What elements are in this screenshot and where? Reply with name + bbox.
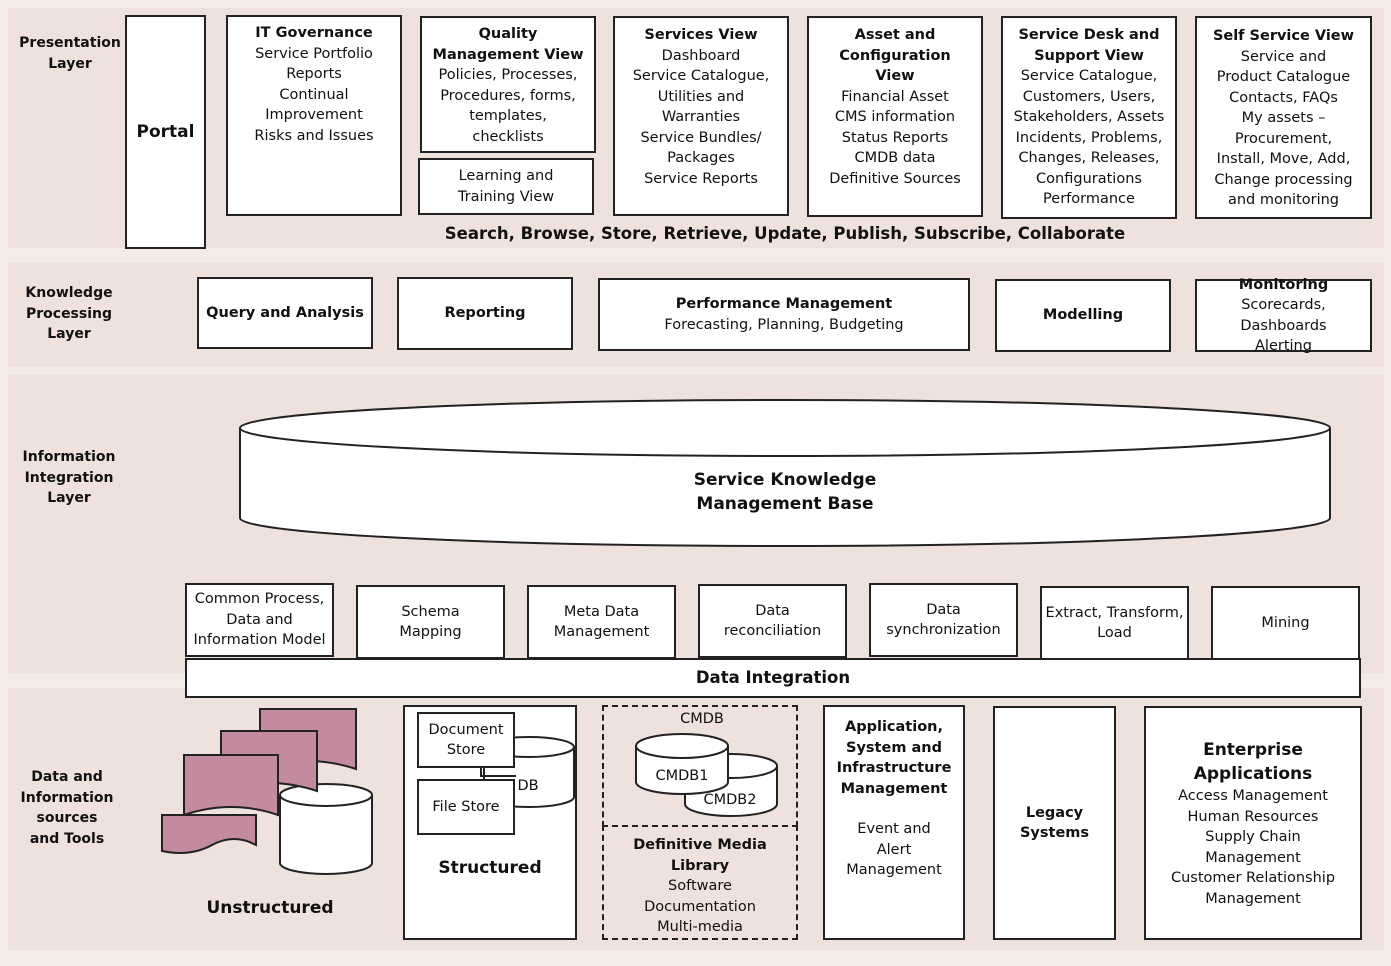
cmdb2-label: CMDB2: [703, 792, 757, 808]
services-view: Services View Dashboard Service Catalogu…: [613, 16, 789, 216]
schema-mapping-box: Schema Mapping: [356, 585, 505, 659]
presentation-actions: Search, Browse, Store, Retrieve, Update,…: [444, 224, 1126, 243]
cmdb1-label: CMDB1: [655, 768, 709, 784]
legacy-systems-box: Legacy Systems: [993, 706, 1116, 940]
structured-connector: [480, 766, 516, 777]
unstructured-label: Unstructured: [206, 898, 334, 918]
dml-text: Definitive Media Library Software Docume…: [633, 837, 767, 935]
skmb-cylinder: [239, 399, 1331, 547]
quality-management-view: Quality Management View Policies, Proces…: [420, 16, 596, 153]
common-process-model-box: Common Process, Data and Information Mod…: [185, 583, 334, 657]
structured-label: Structured: [438, 858, 542, 878]
asset-configuration-view: Asset and Configuration View Financial A…: [807, 16, 983, 217]
portal-label: Portal: [136, 121, 195, 142]
mining-box: Mining: [1211, 586, 1360, 660]
query-analysis-box: Query and Analysis: [197, 277, 373, 349]
app-system-infra-management-box: Application, System and Infrastructure M…: [823, 705, 965, 940]
modelling-box: Modelling: [995, 279, 1171, 352]
meta-data-management-box: Meta Data Management: [527, 585, 676, 659]
unstructured-documents-graphic: [161, 708, 373, 875]
monitoring-box: Monitoring Scorecards, Dashboards Alerti…: [1195, 277, 1372, 354]
self-service-view: Self Service View Service and Product Ca…: [1195, 16, 1372, 219]
service-desk-support-view: Service Desk and Support View Service Ca…: [1001, 16, 1177, 219]
it-governance-view: IT Governance Service Portfolio Reports …: [226, 15, 402, 216]
performance-management-box: Performance Management Forecasting, Plan…: [598, 278, 970, 351]
data-reconciliation-box: Data reconciliation: [698, 584, 847, 658]
data-integration-bar: Data Integration: [185, 658, 1361, 698]
extract-transform-load-box: Extract, Transform, Load: [1040, 586, 1189, 660]
learning-training-view: Learning and Training View: [418, 158, 594, 215]
cmdb-cylinders: [635, 733, 778, 817]
file-store-box: File Store: [417, 779, 515, 835]
db-label: DB: [517, 778, 539, 794]
portal-box: Portal: [125, 15, 206, 249]
dml-group: [602, 825, 798, 940]
reporting-box: Reporting: [397, 277, 573, 350]
data-synchronization-box: Data synchronization: [869, 583, 1018, 657]
skmb-label: Service Knowledge Management Base: [693, 470, 877, 514]
document-store-box: Document Store: [417, 712, 515, 768]
enterprise-applications-box: Enterprise Applications Access Managemen…: [1144, 706, 1362, 940]
cmdb-label: CMDB: [680, 711, 724, 727]
